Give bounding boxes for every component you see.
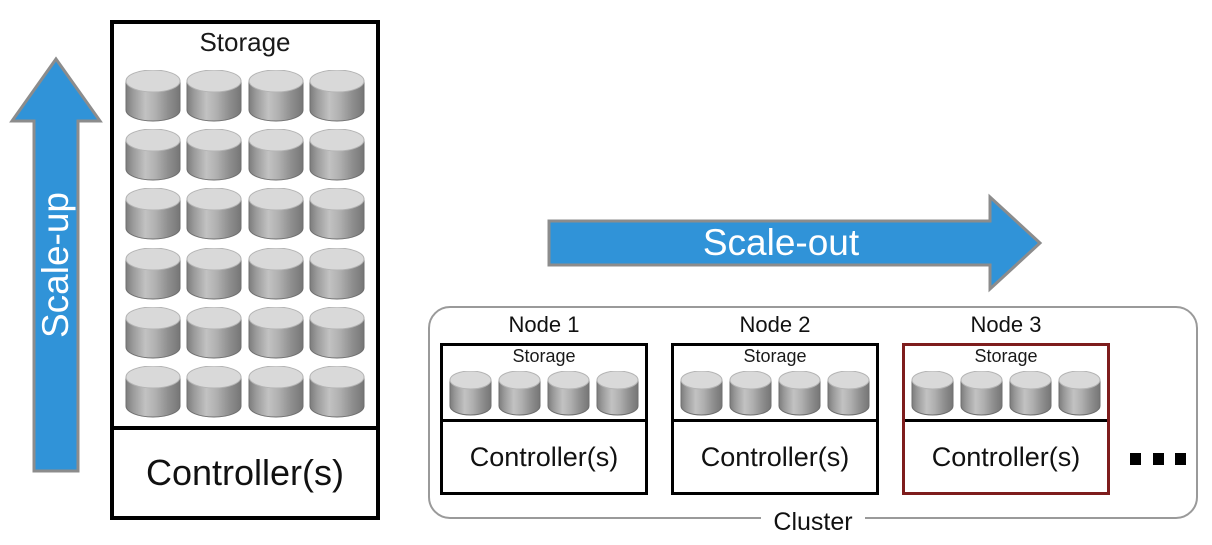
node-controller-section: Controller(s) bbox=[905, 422, 1107, 492]
more-nodes-ellipsis-icon bbox=[1130, 452, 1186, 466]
node-storage-section: Storage bbox=[674, 346, 876, 422]
ellipsis-dot bbox=[1130, 453, 1141, 465]
database-cylinder-icon bbox=[186, 188, 242, 240]
database-cylinder-icon bbox=[729, 370, 772, 416]
database-cylinder-icon bbox=[125, 188, 181, 240]
database-cylinder-icon bbox=[248, 306, 304, 359]
database-cylinder-icon bbox=[960, 370, 1003, 416]
database-cylinder-icon bbox=[547, 370, 590, 416]
node-disk-row bbox=[680, 369, 870, 417]
database-cylinder-icon bbox=[778, 370, 821, 416]
ellipsis-dot bbox=[1152, 453, 1164, 465]
database-cylinder-icon bbox=[186, 128, 242, 181]
cluster-node-3[interactable]: Node 3 Storage Controller(s) bbox=[902, 312, 1110, 495]
system-controller-section: Controller(s) bbox=[114, 430, 376, 516]
database-cylinder-icon bbox=[186, 366, 242, 418]
database-cylinder-icon bbox=[680, 370, 723, 416]
database-cylinder-icon bbox=[309, 69, 365, 122]
database-cylinder-icon bbox=[248, 247, 304, 300]
database-cylinder-icon bbox=[596, 370, 639, 416]
scale-up-system-box: Storage Controller(s) bbox=[110, 20, 380, 520]
system-controller-label: Controller(s) bbox=[145, 452, 345, 493]
arrow-up-icon bbox=[8, 55, 104, 475]
arrow-right-icon bbox=[546, 193, 1044, 293]
system-storage-label: Storage bbox=[199, 27, 291, 57]
cluster-node-1[interactable]: Node 1 Storage Controller(s) bbox=[440, 312, 648, 495]
node-disk-row bbox=[911, 369, 1101, 417]
database-cylinder-icon bbox=[125, 128, 181, 181]
node-storage-section: Storage bbox=[443, 346, 645, 422]
database-cylinder-icon bbox=[248, 69, 304, 122]
cluster-label: Cluster bbox=[761, 509, 865, 535]
node-storage-label: Storage bbox=[743, 346, 807, 366]
node-title: Node 2 bbox=[739, 312, 811, 337]
database-cylinder-icon bbox=[1058, 370, 1101, 416]
database-cylinder-icon bbox=[125, 306, 181, 359]
database-cylinder-icon bbox=[449, 370, 492, 416]
node-title: Node 3 bbox=[970, 312, 1042, 337]
node-title: Node 1 bbox=[508, 312, 580, 337]
node-controller-section: Controller(s) bbox=[674, 422, 876, 492]
database-cylinder-icon bbox=[498, 370, 541, 416]
node-storage-section: Storage bbox=[905, 346, 1107, 422]
system-disk-grid bbox=[122, 66, 368, 422]
database-cylinder-icon bbox=[309, 247, 365, 300]
node-controller-label: Controller(s) bbox=[469, 441, 619, 472]
node-controller-label: Controller(s) bbox=[931, 441, 1081, 472]
cluster-legend-wrap: Cluster bbox=[428, 505, 1198, 539]
database-cylinder-icon bbox=[125, 247, 181, 300]
database-cylinder-icon bbox=[309, 188, 365, 240]
node-storage-label: Storage bbox=[974, 346, 1038, 366]
node-controller-section: Controller(s) bbox=[443, 422, 645, 492]
database-cylinder-icon bbox=[827, 370, 870, 416]
node-controller-label: Controller(s) bbox=[700, 441, 850, 472]
database-cylinder-icon bbox=[309, 128, 365, 181]
database-cylinder-icon bbox=[186, 306, 242, 359]
database-cylinder-icon bbox=[186, 69, 242, 122]
database-cylinder-icon bbox=[911, 370, 954, 416]
database-cylinder-icon bbox=[125, 366, 181, 418]
database-cylinder-icon bbox=[186, 247, 242, 300]
database-cylinder-icon bbox=[1009, 370, 1052, 416]
database-cylinder-icon bbox=[125, 69, 181, 122]
database-cylinder-icon bbox=[248, 188, 304, 240]
cluster-node-2[interactable]: Node 2 Storage Controller(s) bbox=[671, 312, 879, 495]
ellipsis-dot bbox=[1175, 453, 1186, 465]
database-cylinder-icon bbox=[248, 128, 304, 181]
node-disk-row bbox=[449, 369, 639, 417]
system-storage-section: Storage bbox=[114, 24, 376, 430]
database-cylinder-icon bbox=[248, 366, 304, 418]
database-cylinder-icon bbox=[309, 306, 365, 359]
database-cylinder-icon bbox=[309, 366, 365, 418]
node-storage-label: Storage bbox=[512, 346, 576, 366]
